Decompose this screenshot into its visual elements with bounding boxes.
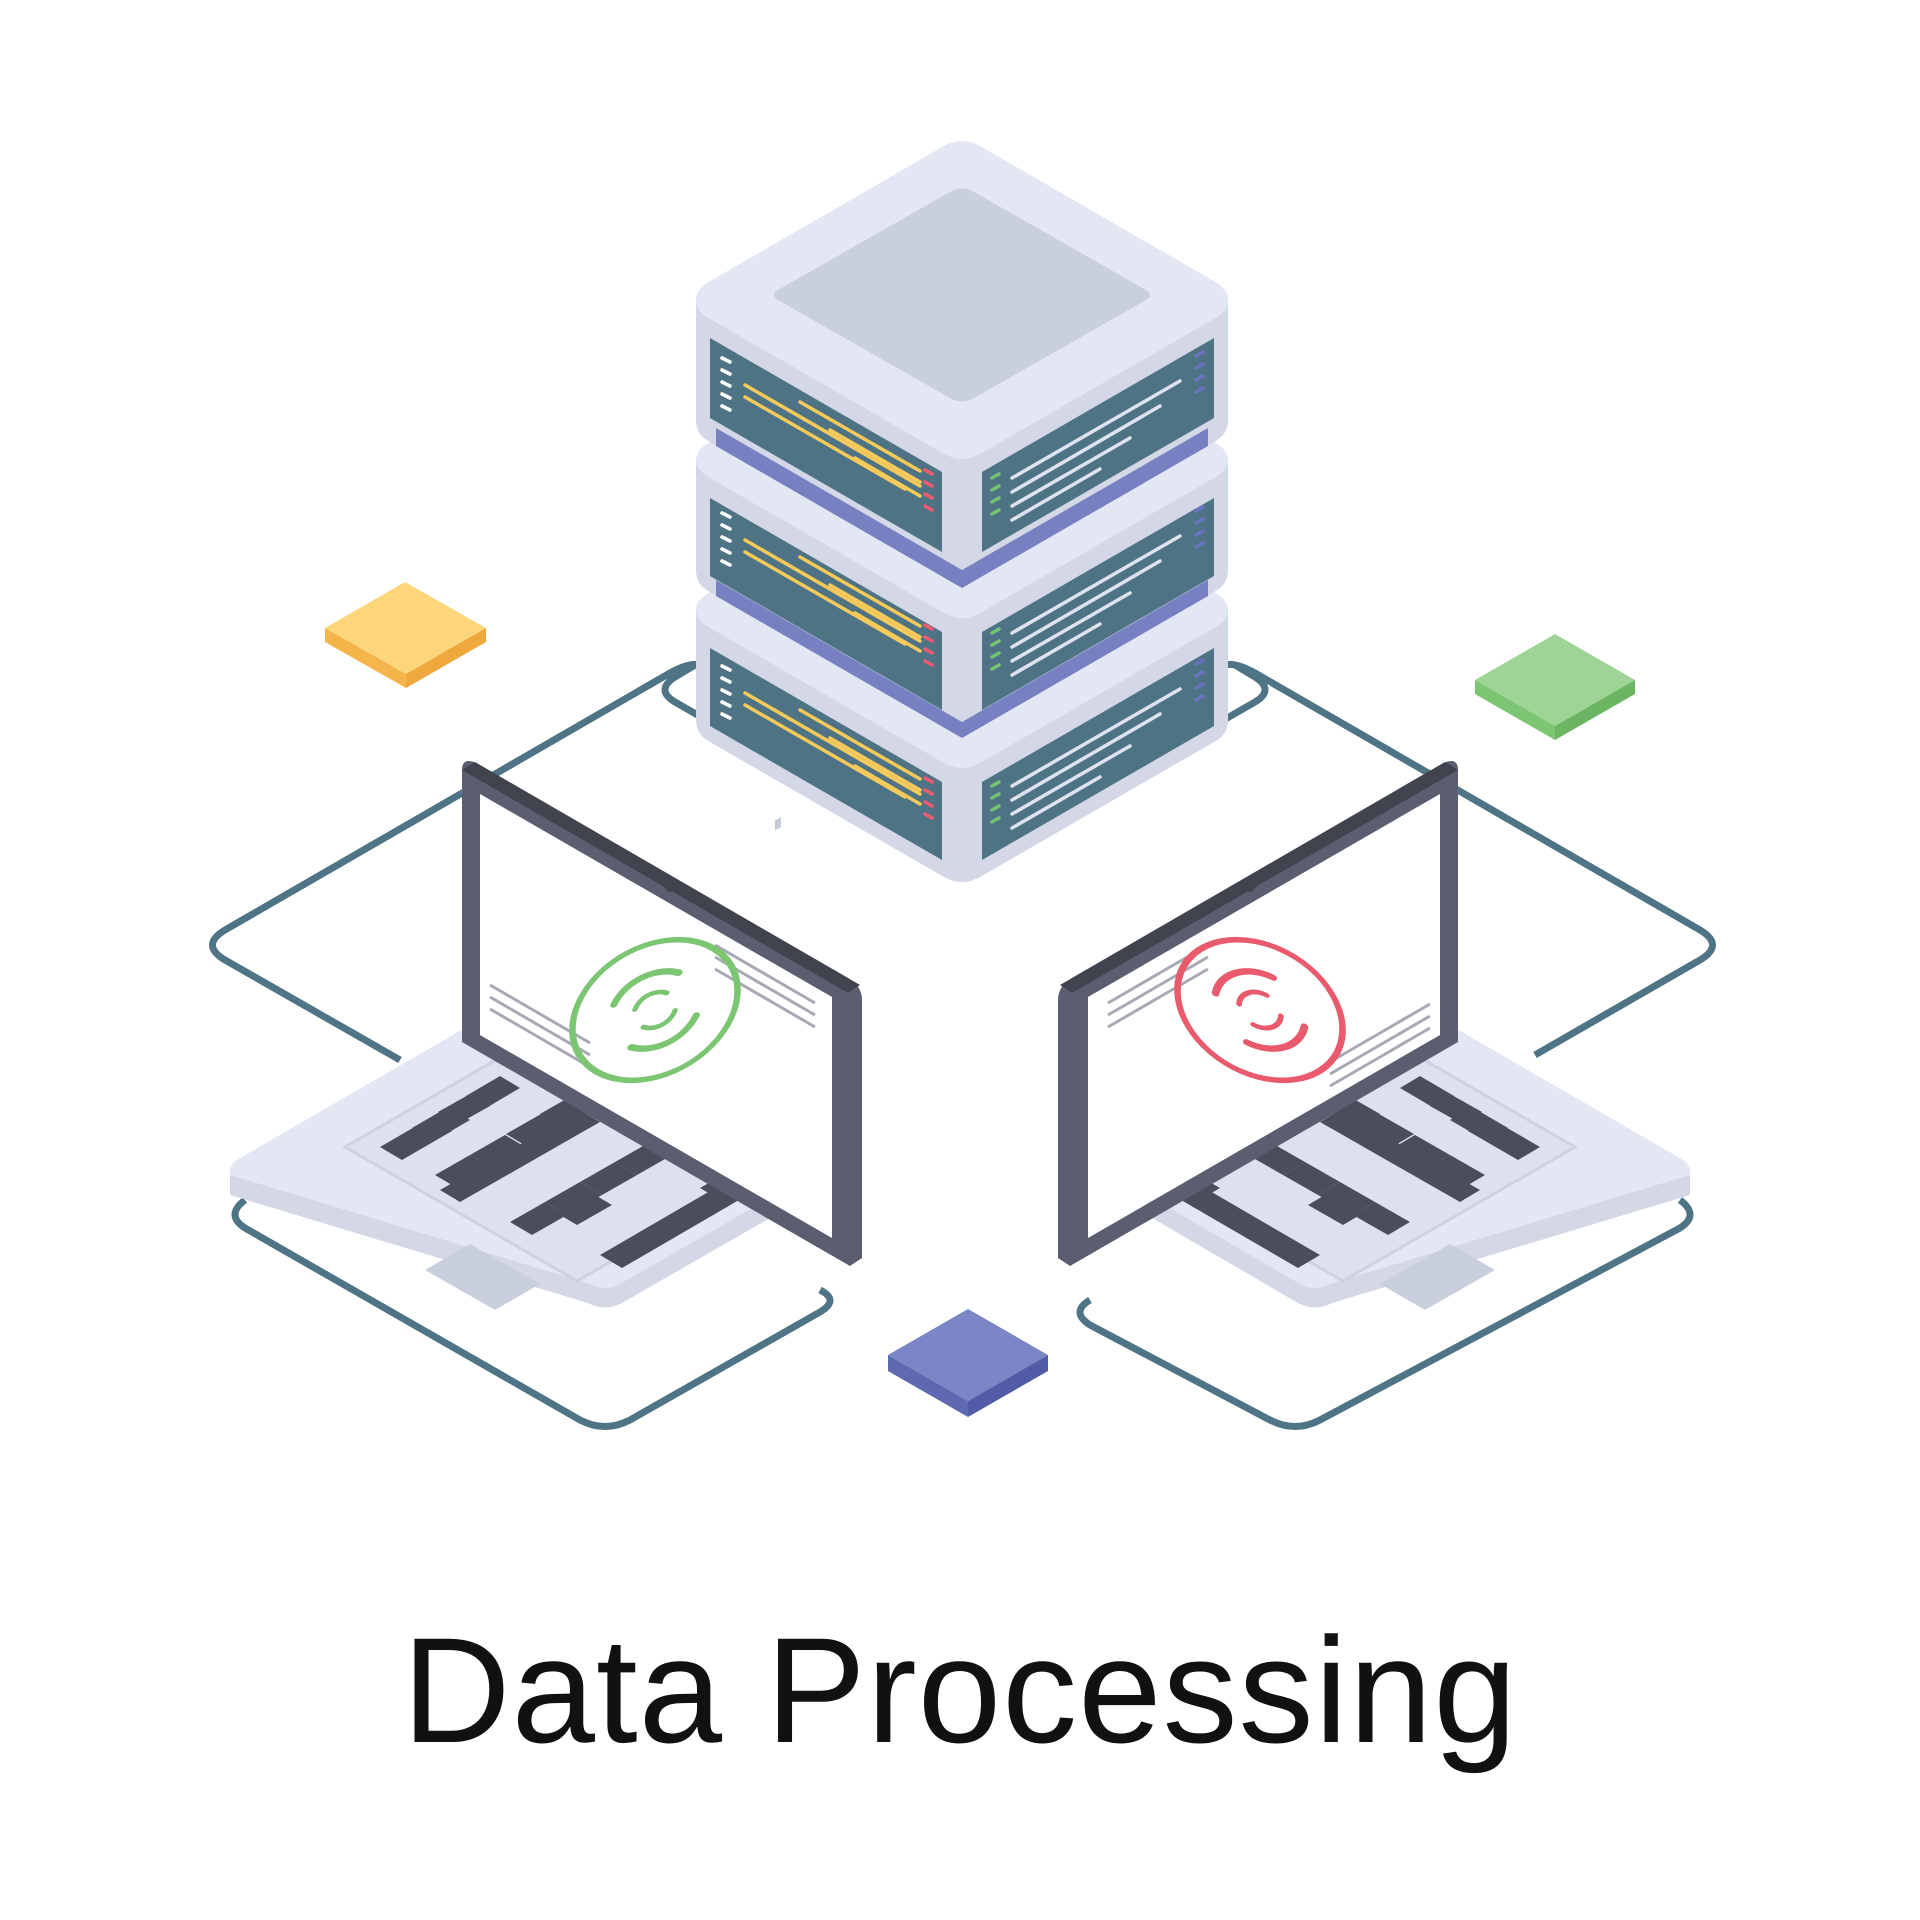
laptop-left-touchpad bbox=[425, 1244, 540, 1310]
laptop-right-screen-lines bbox=[1107, 943, 1431, 1088]
laptop-right bbox=[1058, 761, 1691, 1310]
tile-blue bbox=[888, 1309, 1048, 1417]
server-rack-icon bbox=[696, 141, 1228, 882]
illustration-caption: Data Processing bbox=[402, 1606, 1518, 1774]
laptop-right-touchpad bbox=[1380, 1244, 1495, 1310]
sync-icon bbox=[569, 936, 741, 1084]
server-unit-1 bbox=[696, 141, 1228, 588]
tile-yellow bbox=[325, 582, 486, 688]
sync-icon bbox=[1174, 936, 1346, 1084]
laptop-left-screen bbox=[480, 794, 832, 1238]
server-panel-details bbox=[720, 350, 1205, 830]
laptop-right-screen bbox=[1088, 794, 1440, 1238]
laptop-left bbox=[229, 761, 862, 1310]
tile-green bbox=[1475, 634, 1635, 740]
network-cables bbox=[209, 660, 1716, 1430]
